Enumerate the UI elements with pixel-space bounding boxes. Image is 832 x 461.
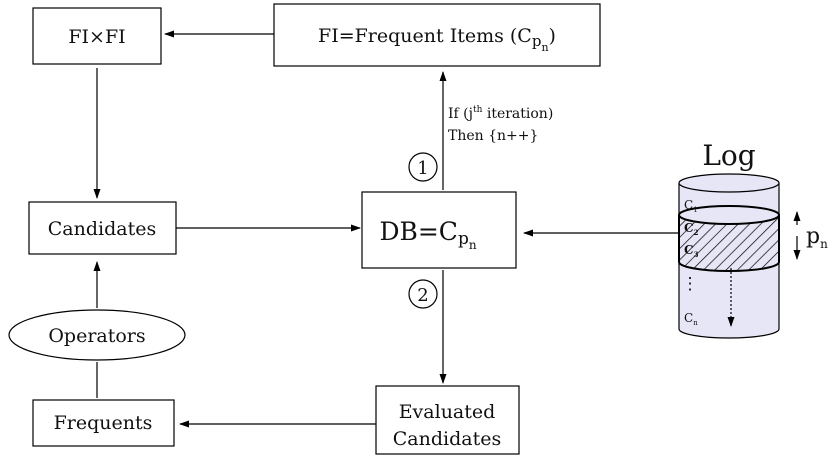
log-ellipsis: ⋮ bbox=[682, 274, 699, 294]
log-band-top-edge bbox=[678, 205, 780, 216]
evaluated-candidates-box bbox=[375, 385, 520, 455]
iteration-condition-text: If (jth iteration) bbox=[448, 105, 553, 122]
log-selected-band bbox=[678, 214, 780, 272]
db-box bbox=[361, 191, 517, 269]
fixfi-label: FI×FI bbox=[68, 26, 125, 48]
frequent-items-box bbox=[273, 3, 601, 67]
frequents-box bbox=[32, 399, 175, 447]
log-cylinder: Log C1 C2 C3 ⋮ Cn pn bbox=[678, 139, 828, 339]
log-entry-c2: C2 bbox=[684, 221, 699, 237]
log-entry-c1: C1 bbox=[684, 198, 698, 214]
candidates-box bbox=[28, 201, 177, 255]
log-entry-c3: C3 bbox=[684, 243, 699, 259]
evaluated-label-line2: Candidates bbox=[393, 428, 501, 450]
frequents-label: Frequents bbox=[54, 412, 153, 434]
db-label: DB=Cpn bbox=[379, 217, 476, 252]
fixfi-box bbox=[32, 7, 162, 65]
log-cylinder-top bbox=[678, 173, 780, 193]
step-2-label: 2 bbox=[417, 285, 428, 306]
step-2-circle bbox=[408, 279, 438, 309]
log-title: Log bbox=[702, 139, 755, 172]
iteration-increment-text: Then {n++} bbox=[448, 128, 538, 144]
log-entry-cn: Cn bbox=[684, 311, 698, 327]
operators-ellipse bbox=[8, 309, 186, 361]
candidates-label: Candidates bbox=[48, 218, 156, 240]
operators-label: Operators bbox=[48, 325, 145, 347]
step-1-circle bbox=[408, 152, 438, 182]
evaluated-label-line1: Evaluated bbox=[399, 401, 496, 423]
pn-label: pn bbox=[806, 224, 828, 251]
step-1-label: 1 bbox=[417, 158, 428, 179]
frequent-items-label: FI=Frequent Items (Cpn) bbox=[318, 25, 556, 54]
